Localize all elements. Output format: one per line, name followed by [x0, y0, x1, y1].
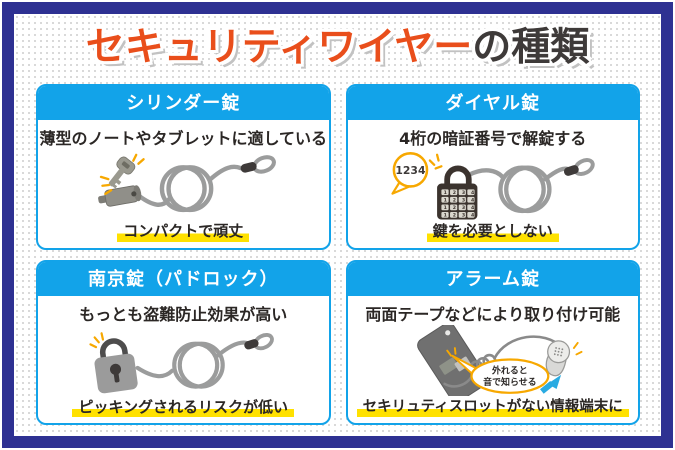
- dial-lock-illustration: 1234 1234 1234 1234 1234: [348, 149, 639, 221]
- panel-description: 4桁の暗証番号で解錠する: [399, 129, 587, 148]
- panel-alarm-lock: アラーム錠 両面テープなどにより取り付け可能: [345, 259, 640, 425]
- wire-coil: [466, 165, 570, 214]
- sparkle-icon: [445, 346, 456, 357]
- keypad-row: 1234: [443, 213, 480, 219]
- dial-lock-drawing: 1234 1234 1234 1234 1234: [390, 152, 595, 220]
- wire-loop-end: [244, 332, 274, 350]
- sparkle-icon: [99, 153, 145, 195]
- dotted-background: セキュリティワイヤーの種類 シリンダー錠 薄型のノートやタブレットに適している: [14, 14, 661, 436]
- alarm-lock-drawing: 外れると 音で知らせる: [416, 324, 583, 397]
- sparkle-icon: [89, 331, 105, 348]
- panel-padlock: 南京錠（パドロック） もっとも盗難防止効果が高い: [36, 259, 331, 425]
- wire-loop-end: [240, 155, 276, 174]
- title-main: セキュリティワイヤー: [85, 25, 473, 70]
- panel-header: ダイヤル錠: [347, 86, 638, 120]
- bubble-line-1: 外れると: [491, 364, 528, 376]
- alarm-lock-illustration: 外れると 音で知らせる: [348, 324, 639, 397]
- panel-footer: 鍵を必要としない: [348, 221, 639, 248]
- alarm-speech-bubble: 外れると 音で知らせる: [450, 354, 549, 394]
- highlight-text: ピッキングされるリスクが低い: [72, 397, 295, 417]
- keypad-row: 1234: [443, 205, 480, 211]
- panel-grid: シリンダー錠 薄型のノートやタブレットに適している: [36, 84, 640, 425]
- sparkle-icon: [428, 153, 443, 170]
- panel-dial-lock: ダイヤル錠 4桁の暗証番号で解錠する: [345, 84, 640, 250]
- key-icon: [108, 156, 136, 189]
- padlock-drawing: [89, 331, 274, 393]
- wire-coil: [136, 164, 243, 213]
- padlock-icon: [94, 337, 138, 393]
- bubble-line-2: 音で知らせる: [483, 376, 536, 388]
- highlight-text: 鍵を必要としない: [426, 222, 559, 242]
- code-text: 1234: [395, 164, 426, 177]
- cylinder-lock-drawing: [98, 153, 276, 213]
- cylinder-lock-illustration: [38, 149, 329, 221]
- panel-description: もっとも盗難防止効果が高い: [79, 304, 288, 324]
- wire-coil: [135, 340, 250, 389]
- cylinder-lock-icon: [98, 185, 142, 207]
- keypad-row: 1234: [443, 198, 480, 204]
- panel-footer: セキリュティスロットがない情報端末に: [348, 396, 639, 423]
- wire-loop-end: [563, 158, 595, 176]
- arrow-icon: [539, 374, 561, 394]
- panel-header: アラーム錠: [347, 261, 638, 296]
- alarm-unit-icon: [545, 339, 570, 376]
- code-speech-bubble: 1234: [390, 152, 428, 195]
- panel-description: 薄型のノートやタブレットに適している: [39, 129, 328, 148]
- keypad: 1234 1234 1234 1234: [440, 189, 480, 219]
- panel-footer: ピッキングされるリスクが低い: [38, 397, 329, 424]
- title-suffix: の種類: [472, 25, 590, 70]
- panel-footer: コンパクトで頑丈: [38, 221, 329, 248]
- padlock-illustration: [38, 325, 329, 397]
- dial-lock-icon: 1234 1234 1234 1234: [436, 165, 480, 220]
- panel-description: 両面テープなどにより取り付け可能: [365, 304, 621, 324]
- panel-cylinder-lock: シリンダー錠 薄型のノートやタブレットに適している: [36, 84, 331, 250]
- highlight-text: セキリュティスロットがない情報端末に: [356, 398, 629, 417]
- panel-header: シリンダー錠: [38, 86, 329, 120]
- highlight-text: コンパクトで頑丈: [117, 222, 250, 242]
- sparkle-icon: [572, 341, 583, 355]
- keypad-row: 1234: [443, 190, 480, 196]
- page-title: セキュリティワイヤーの種類: [14, 16, 661, 80]
- panel-header: 南京錠（パドロック）: [38, 261, 329, 296]
